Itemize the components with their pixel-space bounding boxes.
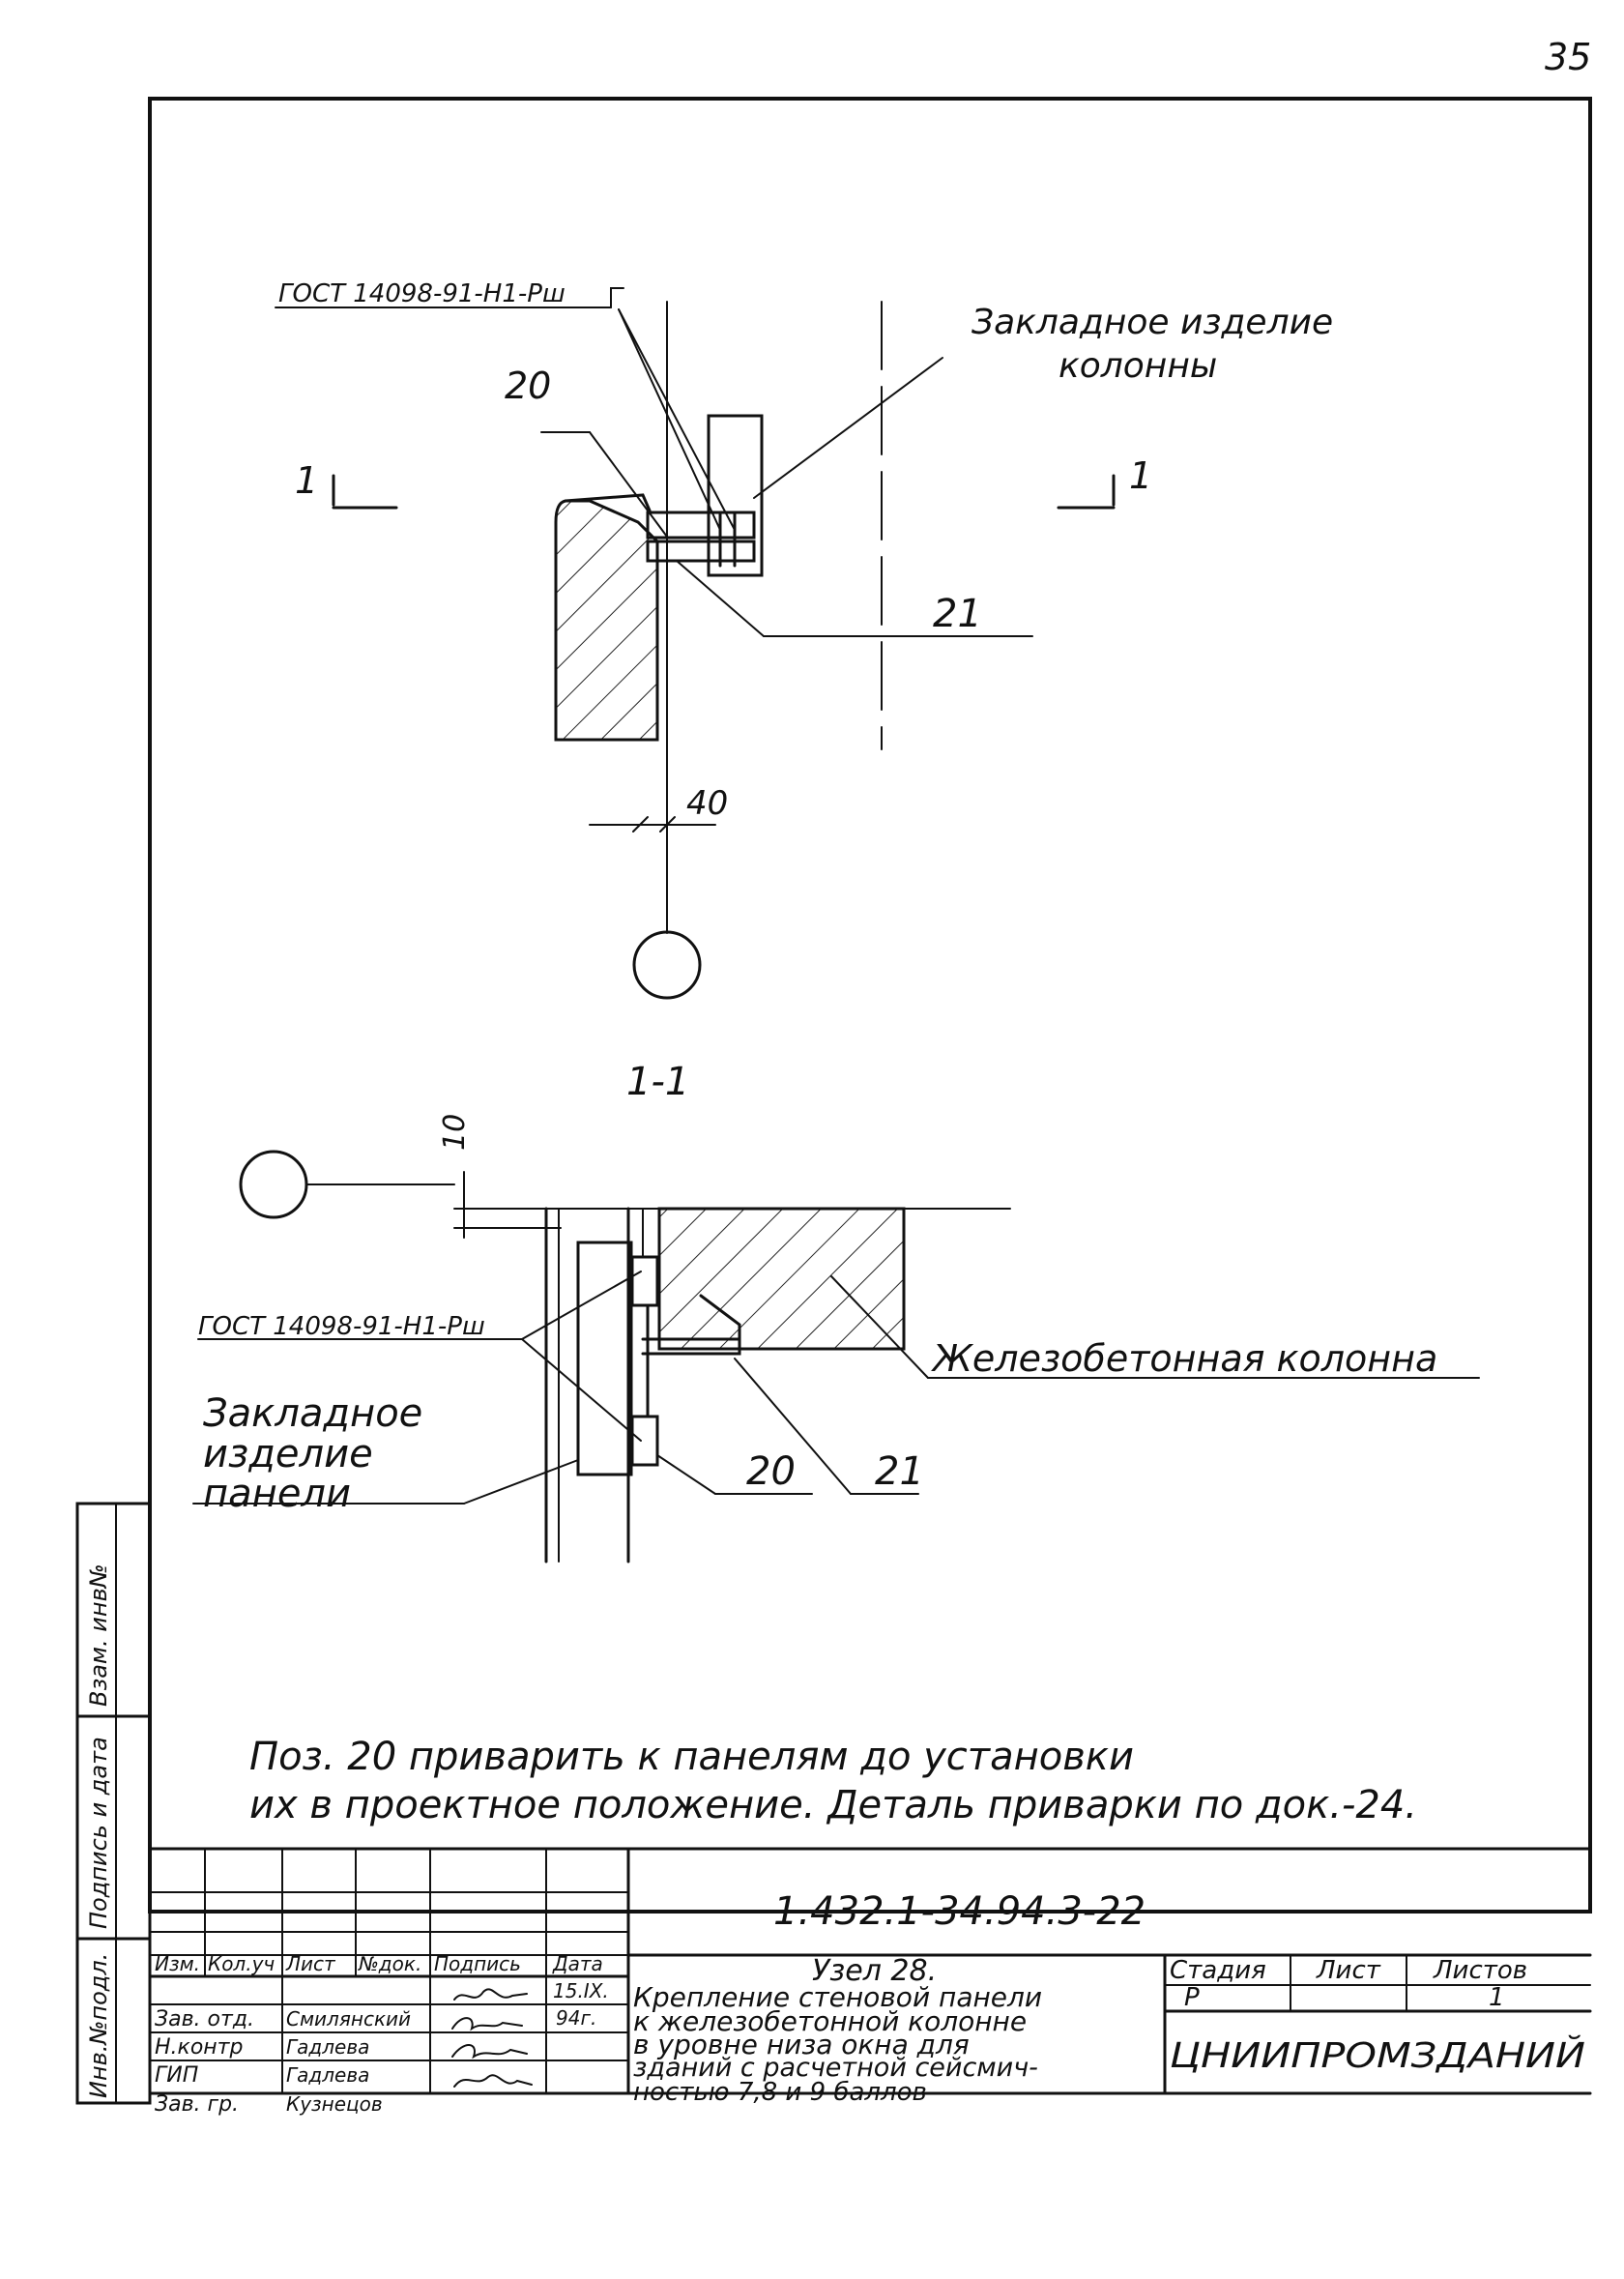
description-line-6: ностью 7,8 и 9 баллов <box>633 2078 927 2107</box>
section-mark-left: 1 <box>295 459 318 502</box>
signature-4 <box>453 2074 533 2088</box>
dimension-10: 10 <box>438 1114 472 1151</box>
description-line-1: Узел 28. <box>812 1954 937 1988</box>
column-label: Железобетонная колонна <box>931 1337 1437 1380</box>
sheets-value: 1 <box>1489 1983 1505 2012</box>
side-stamps: Взам. инв№ Подпись и дата Инв.№подл. <box>75 1502 152 2105</box>
note-line-2: их в проектное положение. Деталь приварк… <box>249 1783 1417 1827</box>
row-name-2: Гадлева <box>286 2035 369 2059</box>
row-role-2: Н.контр <box>155 2035 243 2060</box>
wall-panel-top <box>554 499 659 742</box>
row-name-1: Смилянский <box>286 2007 411 2031</box>
sheet-header: Лист <box>1316 1956 1381 1985</box>
note-line-1: Поз. 20 приварить к панелям до установки <box>249 1735 1134 1779</box>
dimension-40: 40 <box>686 784 728 823</box>
description-line-4: в уровне низа окна для <box>633 2029 970 2060</box>
description-line-2: Крепление стеновой панели <box>633 1981 1042 2013</box>
header-list: Лист <box>285 1952 336 1975</box>
panel-embedded-label: Закладное <box>203 1391 422 1436</box>
organization-name: ЦНИИПРОМЗДАНИЙ <box>1170 2035 1585 2076</box>
stamp-podpis-data: Подпись и дата <box>85 1737 112 1929</box>
section-detail: 10 ГОСТ 14098-91-Н1-Рш Закладное изделие… <box>192 1114 1480 1563</box>
panel-embedded-plate <box>576 1241 633 1476</box>
document-code: 1.432.1-34.94.3-22 <box>773 1889 1146 1934</box>
sheet-frame <box>148 97 1592 1914</box>
axis-bubble-section <box>239 1150 308 1219</box>
date-value-1: 15.IX. <box>553 1979 609 2002</box>
gost-label-top: ГОСТ 14098-91-Н1-Рш <box>278 279 566 308</box>
date-value-2: 94г. <box>556 2006 596 2030</box>
description-line-3: к железобетонной колонне <box>633 2005 1027 2037</box>
stamp-vzam-inv: Взам. инв№ <box>85 1563 112 1707</box>
top-detail: ГОСТ 14098-91-Н1-Рш Закладное изделие ко… <box>275 279 1333 1000</box>
position-21-top: 21 <box>933 592 982 636</box>
column-embedded-label: Закладное изделие <box>972 303 1333 342</box>
column-embedded-plate <box>707 414 764 577</box>
stage-header: Стадия <box>1170 1956 1266 1985</box>
header-ndok: №док. <box>358 1952 421 1975</box>
position-20-section: 20 <box>746 1449 796 1494</box>
row-role-3: ГИП <box>155 2063 198 2088</box>
column-hatched <box>657 1207 906 1351</box>
panel-embedded-label-3: панели <box>203 1472 351 1516</box>
column-embedded-label-2: колонны <box>1058 346 1217 386</box>
section-title: 1-1 <box>626 1060 689 1104</box>
title-block: 1.432.1-34.94.3-22 Изм. Кол.уч Лист №док… <box>148 1847 1592 2117</box>
position-20-top: 20 <box>505 365 551 407</box>
signature-1 <box>453 1988 528 2001</box>
stage-value: Р <box>1184 1983 1200 2012</box>
section-mark-right: 1 <box>1129 454 1152 497</box>
stamp-inv-podl: Инв.№подл. <box>85 1953 112 2098</box>
header-podpis: Подпись <box>434 1952 521 1975</box>
position-21-section: 21 <box>875 1449 924 1494</box>
signature-2 <box>451 2017 523 2031</box>
signature-3 <box>451 2044 528 2060</box>
row-name-3: Гадлева <box>286 2063 369 2087</box>
header-data: Дата <box>552 1952 603 1975</box>
sheets-header: Листов <box>1433 1956 1527 1985</box>
gost-label-section: ГОСТ 14098-91-Н1-Рш <box>198 1312 485 1341</box>
row-role-4: Зав. гр. <box>155 2092 239 2117</box>
header-kol-uch: Кол.уч <box>208 1952 275 1975</box>
panel-embedded-label-2: изделие <box>203 1432 373 1476</box>
description-line-5: зданий с расчетной сейсмич- <box>633 2053 1038 2083</box>
header-izm: Изм. <box>155 1952 200 1975</box>
axis-bubble-top <box>632 930 702 1000</box>
page-number: 35 <box>1545 36 1591 78</box>
row-name-4: Кузнецов <box>286 2092 383 2116</box>
row-role-1: Зав. отд. <box>155 2007 254 2031</box>
